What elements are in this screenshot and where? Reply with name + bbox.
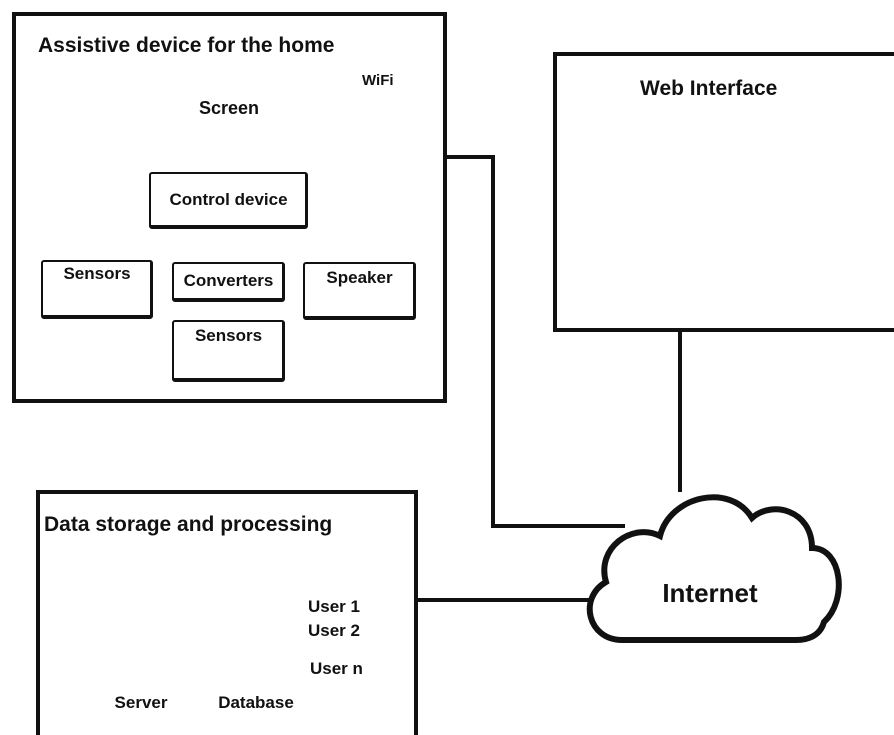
wifi-label: WiFi <box>362 72 394 89</box>
user-1-label: User 1 <box>308 597 360 616</box>
web-interface-panel <box>553 52 894 332</box>
screen-label: Screen <box>198 98 260 118</box>
storage-panel <box>36 490 418 735</box>
web-interface-title: Web Interface <box>640 77 778 100</box>
sensors-left-label: Sensors <box>63 264 131 283</box>
converters-box <box>172 262 285 302</box>
home-device-title: Assistive device for the home <box>38 34 335 57</box>
speaker-label: Speaker <box>326 268 393 287</box>
control-device-box <box>149 172 308 229</box>
internet-label: Internet <box>662 578 758 608</box>
converters-label: Converters <box>183 271 274 290</box>
internet-cloud-icon <box>586 494 842 643</box>
storage-title: Data storage and processing <box>44 513 333 536</box>
sensors-left-box <box>41 260 153 319</box>
control-device-label: Control device <box>169 190 288 209</box>
database-label: Database <box>218 693 294 712</box>
server-label: Server <box>114 693 168 712</box>
speaker-box <box>303 262 416 320</box>
sensors-bottom-box <box>172 320 285 382</box>
sensors-bottom-label: Sensors <box>194 326 263 345</box>
user-n-label: User n <box>310 659 363 678</box>
home-internet-connector <box>447 155 625 528</box>
user-2-label: User 2 <box>308 621 360 640</box>
